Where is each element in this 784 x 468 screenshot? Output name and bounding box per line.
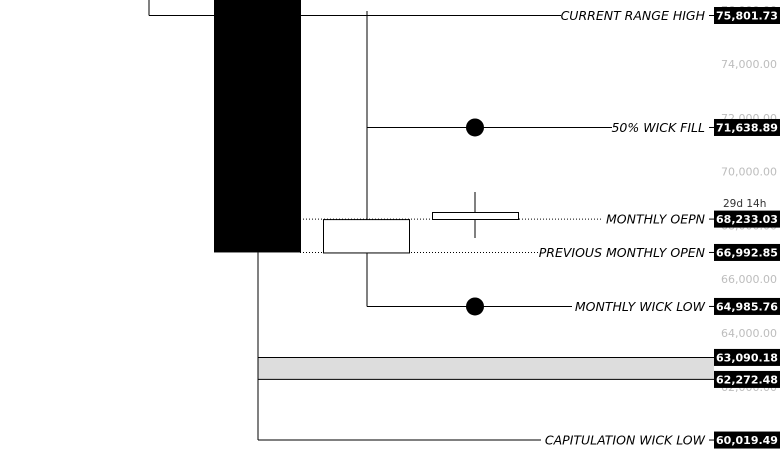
price-tag-bg <box>714 370 780 388</box>
level-label: PREVIOUS MONTHLY OPEN <box>539 245 706 260</box>
level-label: CURRENT RANGE HIGH <box>561 8 706 23</box>
level-label: CAPITULATION WICK LOW <box>545 433 706 448</box>
price-tag-bg <box>714 431 780 449</box>
candle-body <box>432 212 519 220</box>
zone-rect <box>258 357 714 380</box>
price-tag-bg <box>714 348 780 366</box>
price-tag-bg <box>714 7 780 24</box>
price-tag-text: 60,019.49 <box>716 434 778 447</box>
level-dot <box>466 118 484 137</box>
candle-body <box>323 219 410 254</box>
level-dot <box>466 297 484 316</box>
level-label: 50% WICK FILL <box>611 120 705 135</box>
price-tag-text: 71,638.89 <box>716 121 778 134</box>
candles <box>214 0 519 254</box>
level-label: MONTHLY OEPN <box>606 212 706 227</box>
level-lines <box>148 0 714 441</box>
price-tag-bg <box>714 118 780 136</box>
countdown-label: 29d 14h <box>723 198 766 210</box>
price-tag-text: 75,801.73 <box>716 10 778 23</box>
level-label: MONTHLY WICK LOW <box>575 299 706 314</box>
price-tag-text: 64,985.76 <box>716 300 778 313</box>
price-tag-text: 63,090.18 <box>716 351 778 364</box>
level-labels: CURRENT RANGE HIGH 75,801.73 50% WICK FILL… <box>539 7 780 449</box>
y-tick-label: 66,000.00 <box>721 273 777 286</box>
price-tag-bg <box>714 297 780 315</box>
price-tag-bg <box>714 243 780 261</box>
y-tick-label: 70,000.00 <box>721 166 777 179</box>
price-tag-bg <box>714 210 780 228</box>
y-tick-label: 74,000.00 <box>721 58 777 71</box>
candle-body <box>214 0 301 253</box>
price-tag-text: 62,272.48 <box>716 373 778 386</box>
price-tag-text: 66,992.85 <box>716 246 778 259</box>
y-tick-label: 64,000.00 <box>721 327 777 340</box>
price-tag-text: 68,233.03 <box>716 213 778 226</box>
zone-band <box>258 356 714 380</box>
